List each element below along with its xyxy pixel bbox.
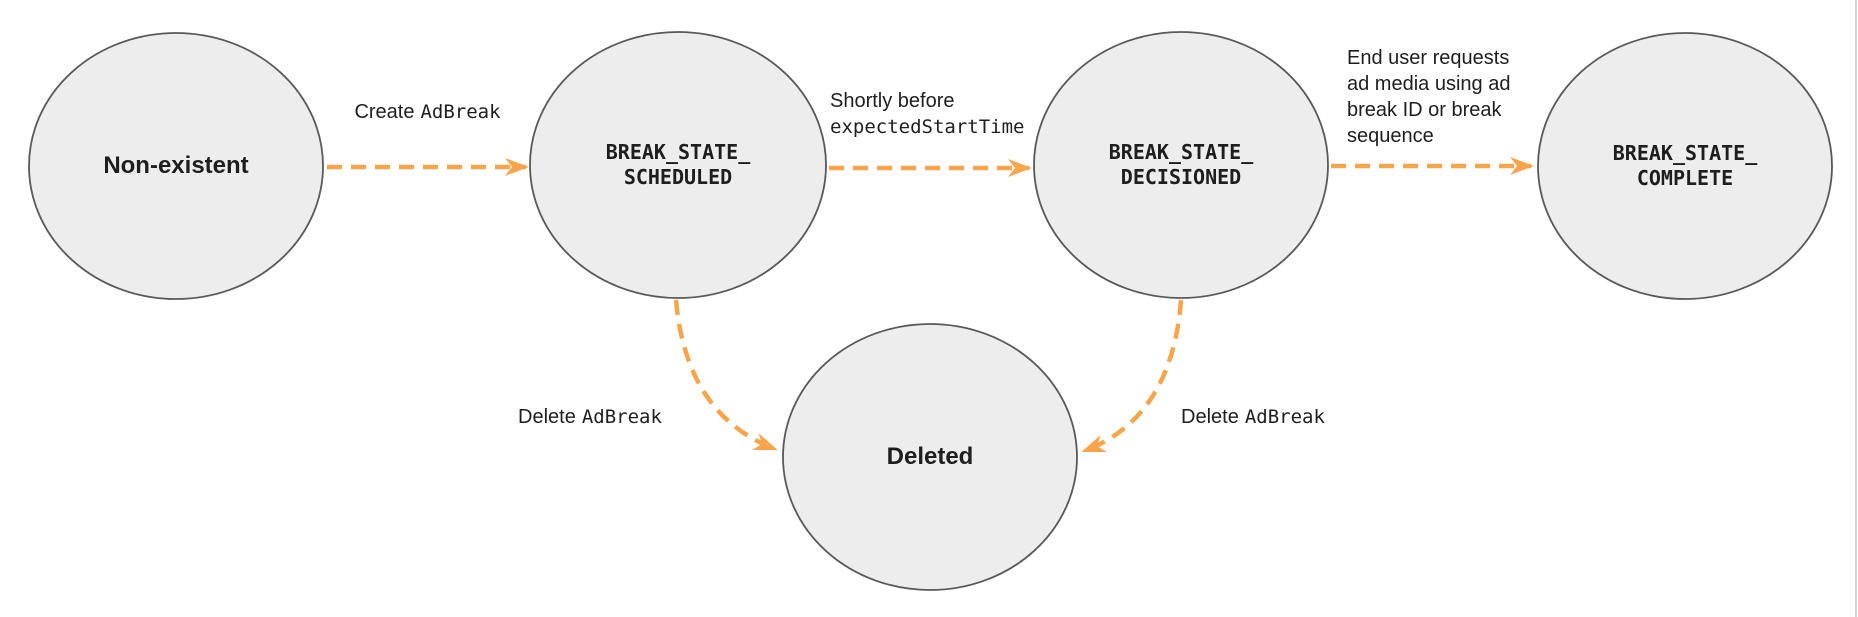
transition-arrow-delete-adbreak-left xyxy=(673,299,778,452)
transition-label-text: End user requests ad media using ad brea… xyxy=(1347,47,1511,147)
transition-label-shortly-before: Shortly before expectedStartTime xyxy=(830,88,1024,140)
transition-arrow-delete-adbreak-right xyxy=(1081,299,1184,454)
state-ellipse-complete xyxy=(1537,32,1833,300)
transition-label-code: AdBreak xyxy=(420,101,501,123)
state-ellipse-deleted xyxy=(782,323,1078,591)
page-right-border xyxy=(1855,0,1857,617)
transition-label-text: Shortly before xyxy=(830,90,955,112)
transition-label-text: Delete xyxy=(518,406,576,428)
transition-label-end-user-requests: End user requests ad media using ad brea… xyxy=(1347,45,1529,149)
transition-label-code: AdBreak xyxy=(1244,406,1325,428)
transition-label-text: Delete xyxy=(1181,406,1239,428)
state-ellipse-decisioned xyxy=(1033,31,1329,299)
state-ellipse-non-existent xyxy=(28,32,324,300)
transition-label-code: AdBreak xyxy=(581,406,662,428)
transition-label-text: Create xyxy=(354,101,415,123)
state-ellipse-scheduled xyxy=(529,31,827,299)
transition-label-code: expectedStartTime xyxy=(830,116,1025,138)
